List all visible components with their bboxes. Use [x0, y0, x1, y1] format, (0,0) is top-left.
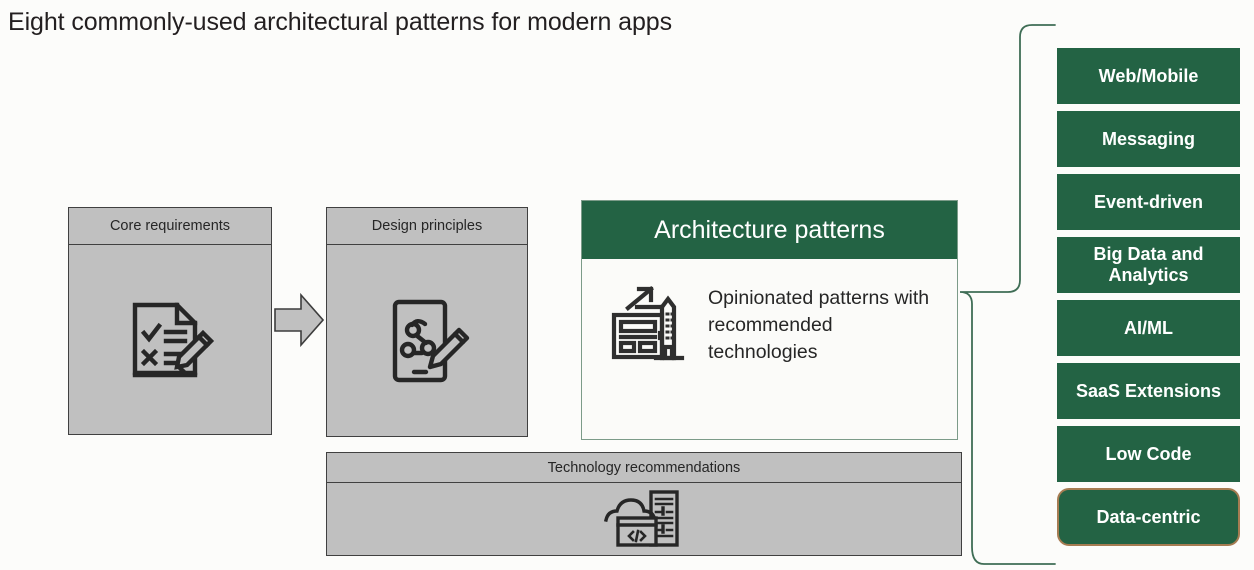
card-technology-recommendations-body: [327, 483, 961, 555]
checklist-document-pencil-icon: [125, 299, 215, 381]
panel-architecture-patterns-header: Architecture patterns: [582, 201, 957, 259]
pattern-button-low-code[interactable]: Low Code: [1057, 426, 1240, 482]
card-design-principles: Design principles: [326, 207, 528, 437]
card-technology-recommendations: Technology recommendations: [326, 452, 962, 556]
pattern-button-ai-ml[interactable]: AI/ML: [1057, 300, 1240, 356]
pattern-button-data-centric[interactable]: Data-centric: [1057, 488, 1240, 546]
page-title: Eight commonly-used architectural patter…: [8, 8, 672, 36]
flow-arrow-core-to-design: [274, 292, 324, 348]
card-core-requirements-title: Core requirements: [69, 208, 271, 245]
pattern-button-messaging[interactable]: Messaging: [1057, 111, 1240, 167]
pattern-button-event-driven[interactable]: Event-driven: [1057, 174, 1240, 230]
card-design-principles-title: Design principles: [327, 208, 527, 245]
panel-architecture-patterns-body: Opinionated patterns with recommended te…: [582, 259, 957, 366]
curly-brace-connector: [960, 22, 1060, 567]
card-technology-recommendations-title: Technology recommendations: [327, 453, 961, 483]
card-core-requirements: Core requirements: [68, 207, 272, 435]
building-growth-arrow-icon: [608, 285, 686, 365]
tablet-sketch-pencil-icon: [383, 296, 471, 386]
panel-architecture-patterns-text: Opinionated patterns with recommended te…: [708, 287, 930, 363]
pattern-button-web-mobile[interactable]: Web/Mobile: [1057, 48, 1240, 104]
cloud-code-server-icon: [601, 490, 687, 548]
card-design-principles-body: [327, 245, 527, 436]
pattern-button-big-data-and-analytics[interactable]: Big Data and Analytics: [1057, 237, 1240, 293]
pattern-list: Web/Mobile Messaging Event-driven Big Da…: [1057, 48, 1240, 553]
pattern-button-saas-extensions[interactable]: SaaS Extensions: [1057, 363, 1240, 419]
panel-architecture-patterns: Architecture patterns: [581, 200, 958, 440]
card-core-requirements-body: [69, 245, 271, 434]
